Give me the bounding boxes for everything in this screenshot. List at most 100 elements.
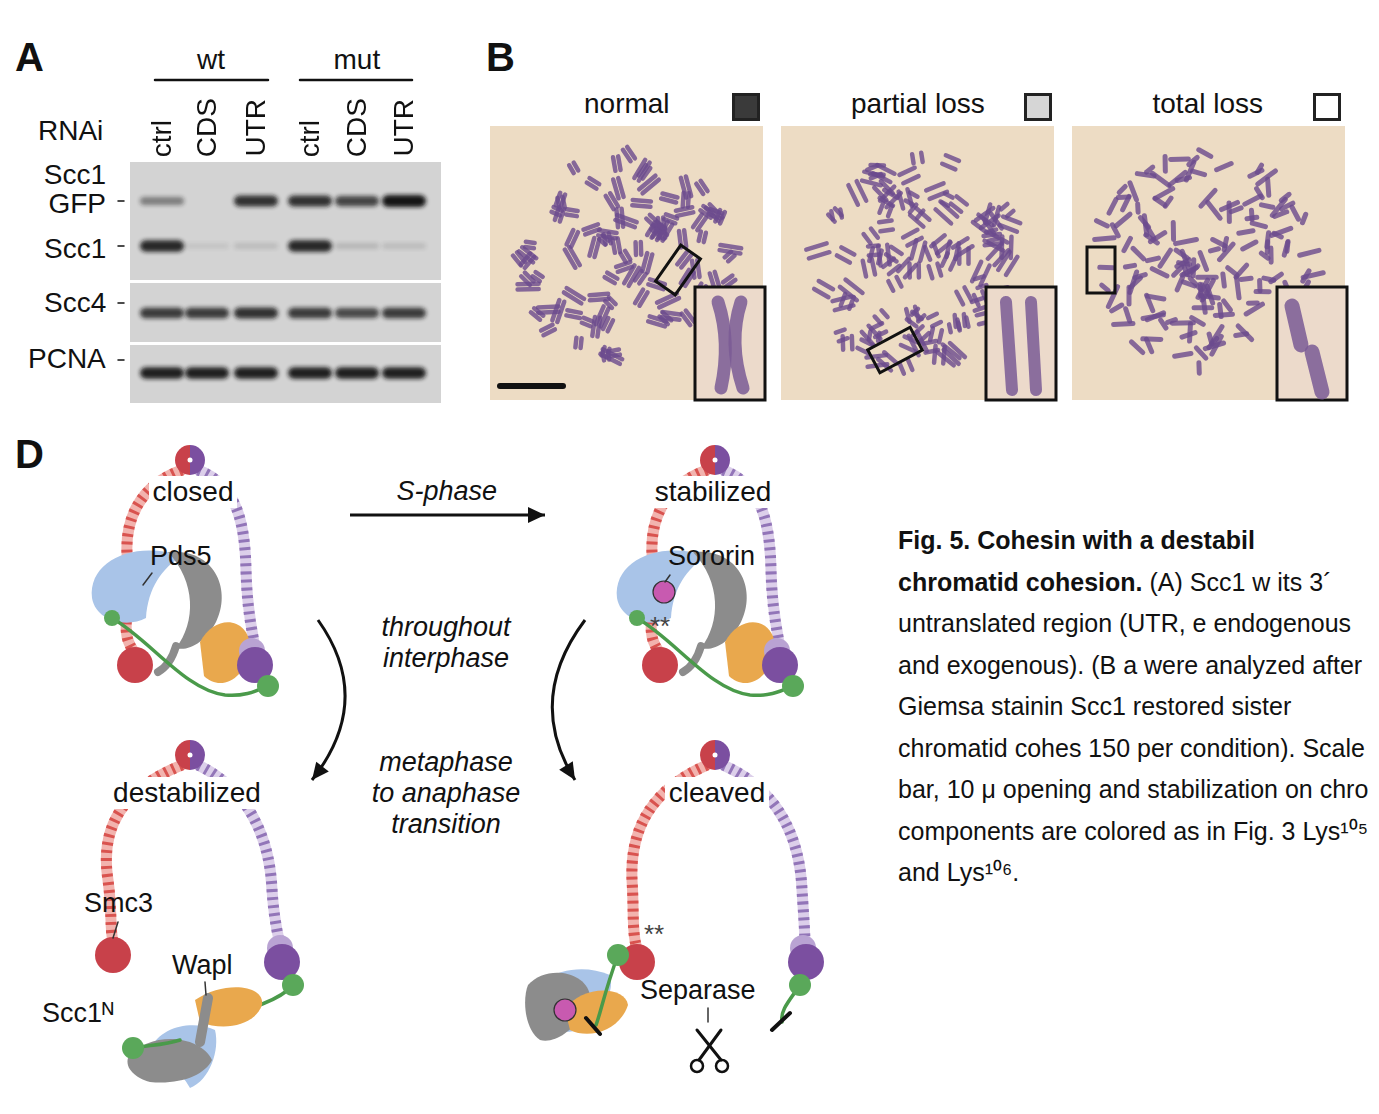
chromatid (567, 310, 581, 313)
chromatid (583, 224, 598, 229)
state-transition-arrow (350, 507, 545, 523)
chromosome (880, 190, 898, 206)
chromatid (584, 318, 593, 321)
chromosome (1133, 248, 1143, 258)
chromatid (1245, 196, 1261, 204)
scc1-domain (789, 974, 811, 996)
chromatid (1187, 324, 1193, 341)
chromosome (928, 314, 941, 327)
protein-band (288, 308, 332, 319)
selection-box (1087, 247, 1115, 293)
protein-band (288, 367, 332, 379)
chromatid (662, 312, 680, 315)
chromosome (676, 207, 693, 216)
chromosome (567, 230, 578, 247)
chromosome (1112, 305, 1122, 311)
chromosome (1302, 214, 1305, 223)
chromatid (569, 165, 573, 173)
chromosome (899, 168, 918, 183)
protein-band (234, 196, 278, 207)
chromatid (1292, 207, 1298, 219)
chromosome (905, 192, 917, 204)
inset-chromatid (1292, 306, 1301, 345)
chromatid (919, 333, 929, 342)
chromatid (869, 248, 872, 261)
chromosome (1171, 158, 1189, 160)
state-label: destabilized (109, 777, 265, 809)
chromosome (1114, 323, 1133, 324)
chromatid (1165, 198, 1171, 206)
chromatid (837, 255, 850, 262)
caption-block: Fig. 5. Cohesin with a destabil chromati… (898, 520, 1376, 894)
chromatid (1300, 250, 1319, 255)
chromosome (1189, 324, 1191, 341)
chromatid (1258, 171, 1276, 184)
chromosome (613, 238, 621, 252)
lane-label: CDS (191, 98, 223, 157)
chromatid (684, 230, 686, 247)
chromatid (1256, 289, 1269, 294)
chromosome (972, 262, 989, 285)
chromatid (1213, 239, 1226, 245)
chromatid (881, 310, 887, 317)
chromatid (616, 262, 630, 267)
chromatid (518, 287, 539, 292)
chromosome (1243, 242, 1256, 249)
chromatid (1227, 203, 1232, 222)
chromosome (1100, 267, 1113, 268)
chromosome (875, 310, 888, 323)
chromatid (863, 261, 866, 277)
chromosome (1245, 196, 1261, 204)
chromatid (1237, 278, 1239, 298)
chromosome (973, 215, 993, 233)
chromosome (699, 232, 706, 243)
chromatid (635, 290, 643, 303)
state-label: stabilized (651, 476, 776, 508)
chromosome (907, 312, 922, 326)
chromatid (916, 263, 921, 277)
chromosome (1170, 172, 1185, 184)
scc1-domain (104, 610, 120, 626)
protein-band (382, 195, 426, 207)
chromatid (929, 266, 933, 278)
chromatid (681, 178, 686, 198)
chromatid (897, 277, 902, 287)
protein-band (140, 308, 184, 319)
chromatid (907, 319, 916, 326)
chromosome (1223, 274, 1224, 286)
chromosome (533, 272, 543, 281)
chromatid (840, 210, 842, 218)
chromatid (912, 312, 921, 319)
chromosome (862, 326, 881, 345)
leader-line (143, 573, 152, 585)
chromatid (1196, 363, 1201, 373)
chromosome (664, 214, 677, 223)
chromosome (1237, 278, 1239, 298)
chromatid (942, 164, 955, 170)
chromatid (912, 154, 913, 163)
chromatid (587, 183, 597, 189)
chromatid (1147, 258, 1158, 261)
chromosome (1182, 268, 1196, 275)
chromosome (615, 215, 636, 227)
chromatid (1243, 242, 1256, 249)
chromosome (828, 208, 841, 221)
chromosome (566, 310, 581, 318)
chromatid (607, 349, 610, 357)
arrow-line (312, 620, 345, 780)
chromatid (975, 276, 984, 279)
chromatid (1205, 343, 1223, 349)
sororin-circle (653, 581, 675, 603)
chromosome (1236, 265, 1247, 277)
chromatid (613, 157, 615, 171)
chromosome (1200, 253, 1206, 270)
figure-label: A (15, 34, 44, 80)
chromatid (1207, 286, 1213, 303)
chromatid (1247, 217, 1257, 218)
figure-label: Wapl (172, 950, 233, 981)
protein-band (140, 197, 184, 205)
figure-label: B (486, 34, 515, 80)
legend-text: total loss (1153, 88, 1264, 120)
chromosome (616, 262, 632, 272)
chromatid (609, 233, 611, 243)
